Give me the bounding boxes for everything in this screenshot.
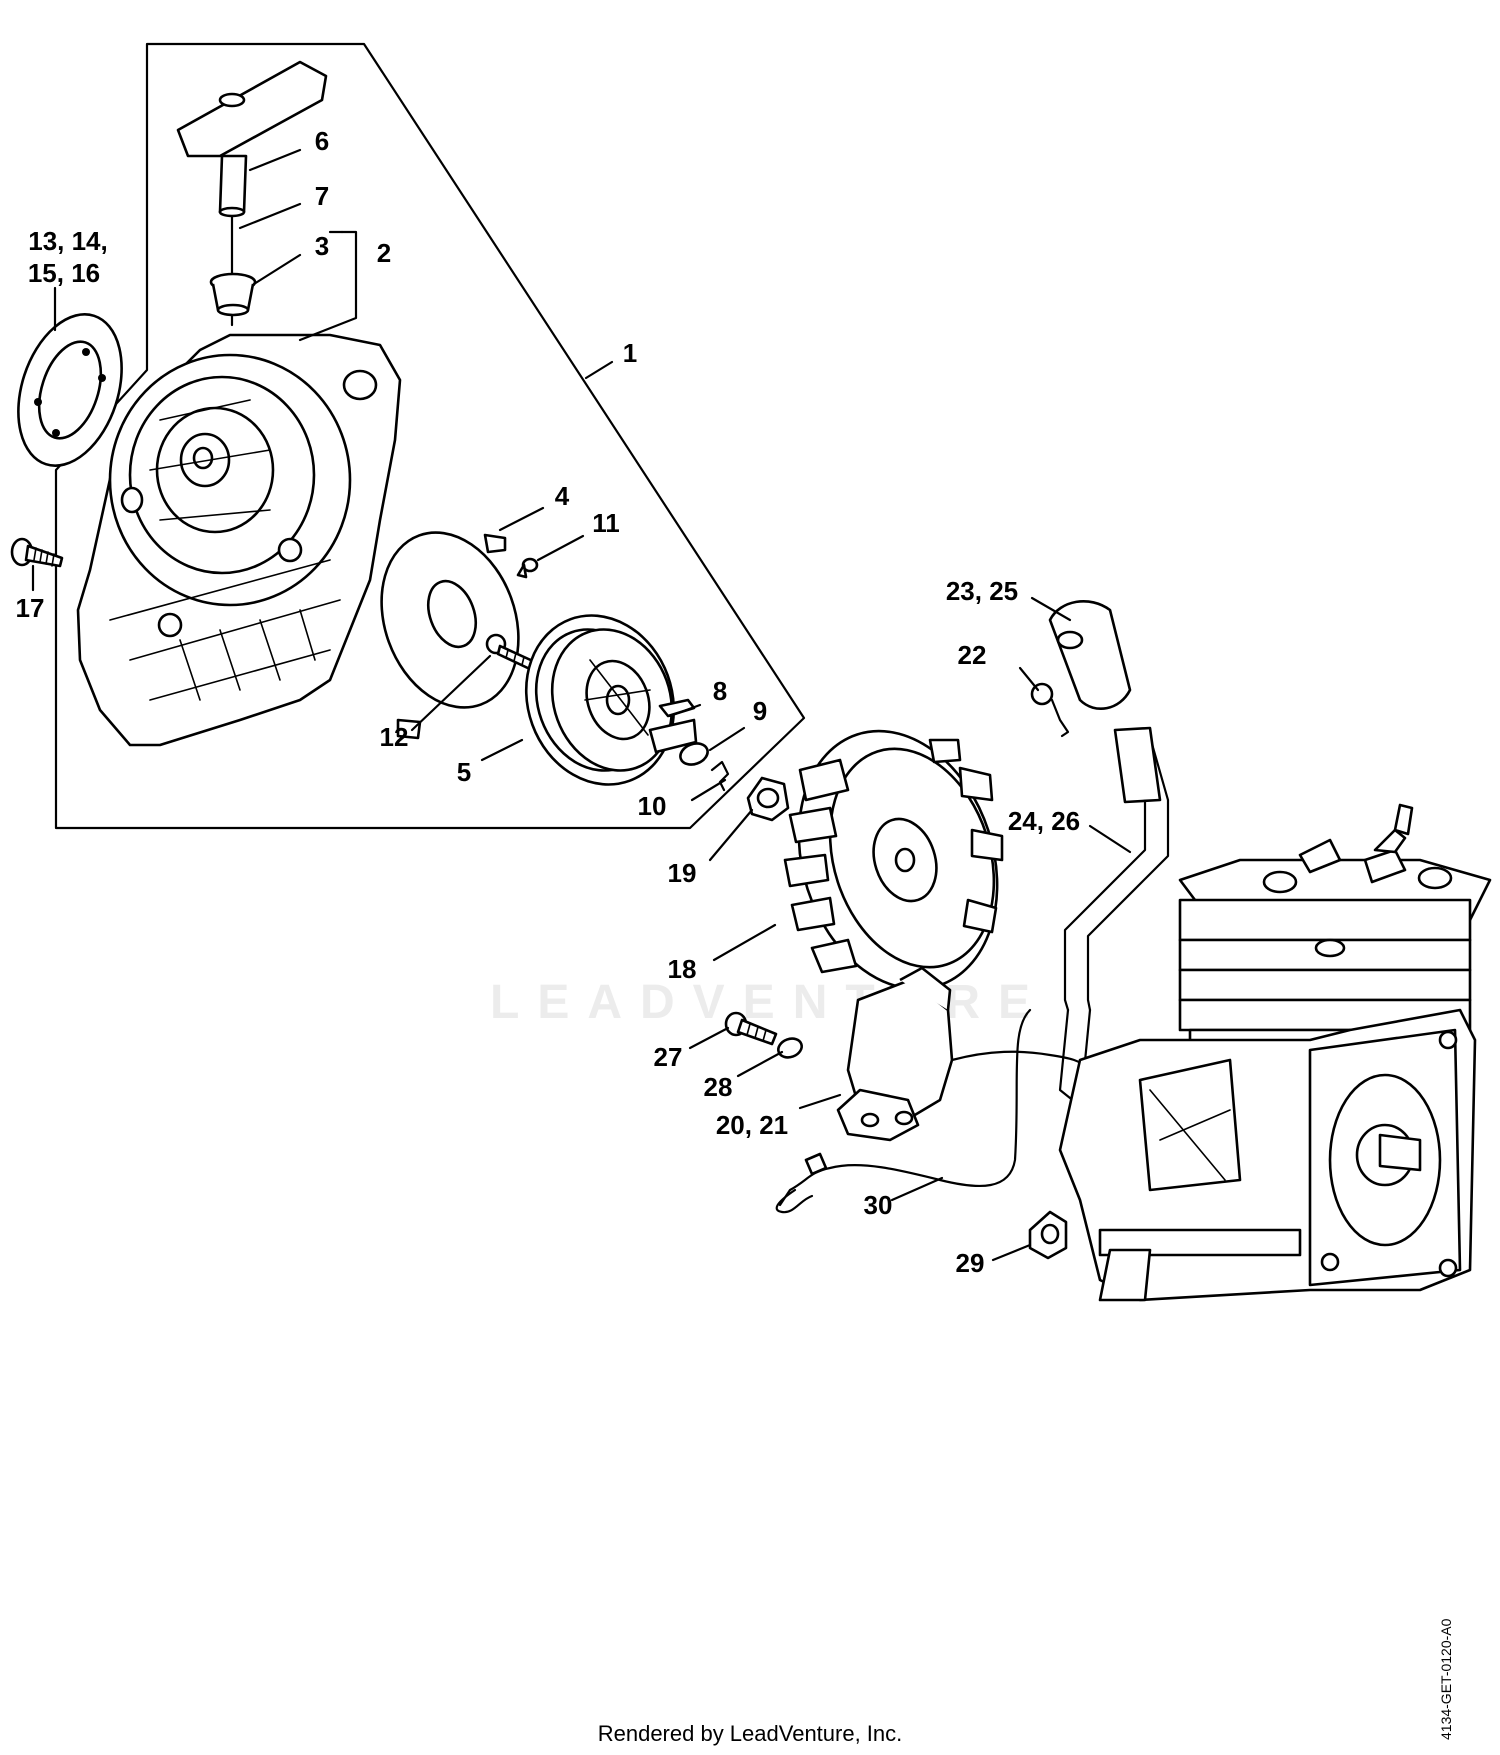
grommet-29	[1028, 1210, 1068, 1260]
callout-19: 19	[668, 858, 697, 888]
screw-12	[485, 633, 537, 672]
callout-28: 28	[704, 1072, 733, 1102]
nut-19	[746, 776, 790, 822]
screw-11	[516, 557, 539, 579]
callout-11: 11	[592, 508, 620, 538]
callout-24-26: 24, 26	[1008, 806, 1080, 836]
callout-13-14: 13, 14,	[28, 226, 108, 256]
callout-17: 17	[16, 593, 45, 623]
rope-rotor	[524, 614, 676, 786]
callout-12: 12	[380, 722, 409, 752]
ignition-module	[836, 966, 954, 1142]
callout-1: 1	[623, 338, 637, 368]
throttle-knob	[1048, 600, 1132, 710]
screw-27	[724, 1011, 778, 1046]
callout-30: 30	[864, 1190, 893, 1220]
spring-clip	[710, 760, 730, 792]
spring-housing	[380, 531, 520, 740]
rope-guide-bushing	[209, 272, 257, 317]
callout-9: 9	[753, 696, 767, 726]
callout-22: 22	[958, 640, 987, 670]
washer-9	[679, 742, 709, 766]
starter-grip	[176, 60, 328, 218]
callout-18: 18	[668, 954, 697, 984]
callout-23-25: 23, 25	[946, 576, 1018, 606]
callout-8: 8	[713, 676, 727, 706]
callout-6: 6	[315, 126, 329, 156]
callout-27: 27	[654, 1042, 683, 1072]
callout-15-16: 15, 16	[28, 258, 100, 288]
assembly-boundary	[54, 42, 806, 830]
callout-29: 29	[956, 1248, 985, 1278]
watermark: LEADVENTURE	[490, 976, 1048, 1029]
rendered-by-footer: Rendered by LeadVenture, Inc.	[597, 1721, 903, 1746]
callout-4: 4	[555, 481, 570, 511]
callout-10: 10	[638, 791, 667, 821]
screw-17	[10, 537, 64, 568]
callout-20-21: 20, 21	[716, 1110, 788, 1140]
engine-assembly	[1058, 803, 1492, 1302]
callout-3: 3	[315, 231, 329, 261]
document-id: 4134-GET-0120-A0	[1438, 1618, 1454, 1740]
callout-7: 7	[315, 181, 329, 211]
flywheel	[783, 729, 1004, 991]
callouts: 6 7 3 2 1 13, 14, 15, 16 17 4 11 12 5 8 …	[16, 126, 1081, 1278]
callout-2: 2	[377, 238, 391, 268]
starter-housing	[76, 333, 402, 747]
washer-28	[777, 1037, 803, 1059]
gasket-washer	[17, 313, 123, 467]
torsion-spring	[1030, 682, 1070, 738]
leader-lines	[31, 148, 1132, 1262]
callout-5: 5	[457, 757, 471, 787]
